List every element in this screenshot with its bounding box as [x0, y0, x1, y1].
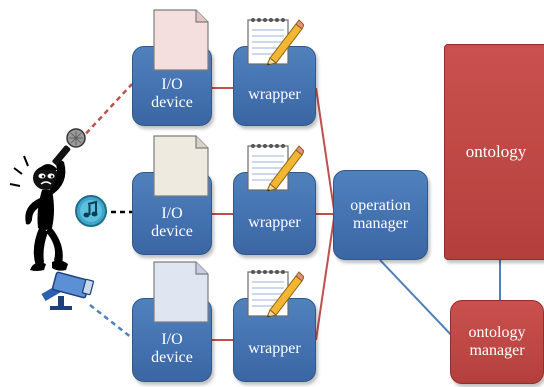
link-wrapper3-opmanager [315, 217, 335, 341]
link-camera-device3 [89, 304, 133, 339]
ontology-box: ontology [444, 44, 544, 260]
operation-manager-line1: operation [350, 197, 411, 215]
link-microphone-device1 [79, 83, 133, 141]
notepad-pencil-icon [247, 270, 304, 318]
operation-manager-box: operation manager [333, 170, 428, 260]
io-device-2-line2: device [151, 222, 193, 240]
camera-icon [41, 271, 95, 310]
operation-manager-line2: manager [352, 215, 409, 232]
link-opmanager-ontologymanager [379, 259, 457, 341]
notepad-pencil-icon [247, 144, 304, 192]
ontology-manager-line1: ontology [468, 324, 526, 342]
document-icon [153, 9, 209, 71]
io-device-1-line2: device [151, 94, 193, 111]
io-device-3-line1: I/O [161, 331, 183, 349]
wrapper-2-label: wrapper [248, 213, 301, 231]
ontology-label: ontology [465, 142, 527, 162]
link-wrapper1-opmanager [315, 87, 335, 211]
microphone-icon [52, 128, 86, 166]
music-note-icon [75, 195, 107, 227]
wrapper-3-label: wrapper [248, 340, 301, 358]
document-icon [153, 261, 209, 323]
io-device-2-line1: I/O [161, 204, 183, 222]
io-device-3-line2: device [151, 349, 193, 366]
ontology-manager-line2: manager [469, 342, 525, 359]
io-device-1-line1: I/O [161, 76, 183, 94]
person-silhouette-icon [9, 155, 68, 271]
notepad-pencil-icon [247, 18, 304, 66]
wrapper-1-label: wrapper [248, 86, 301, 104]
ontology-manager-box: ontology manager [450, 300, 544, 384]
document-icon [153, 135, 209, 197]
